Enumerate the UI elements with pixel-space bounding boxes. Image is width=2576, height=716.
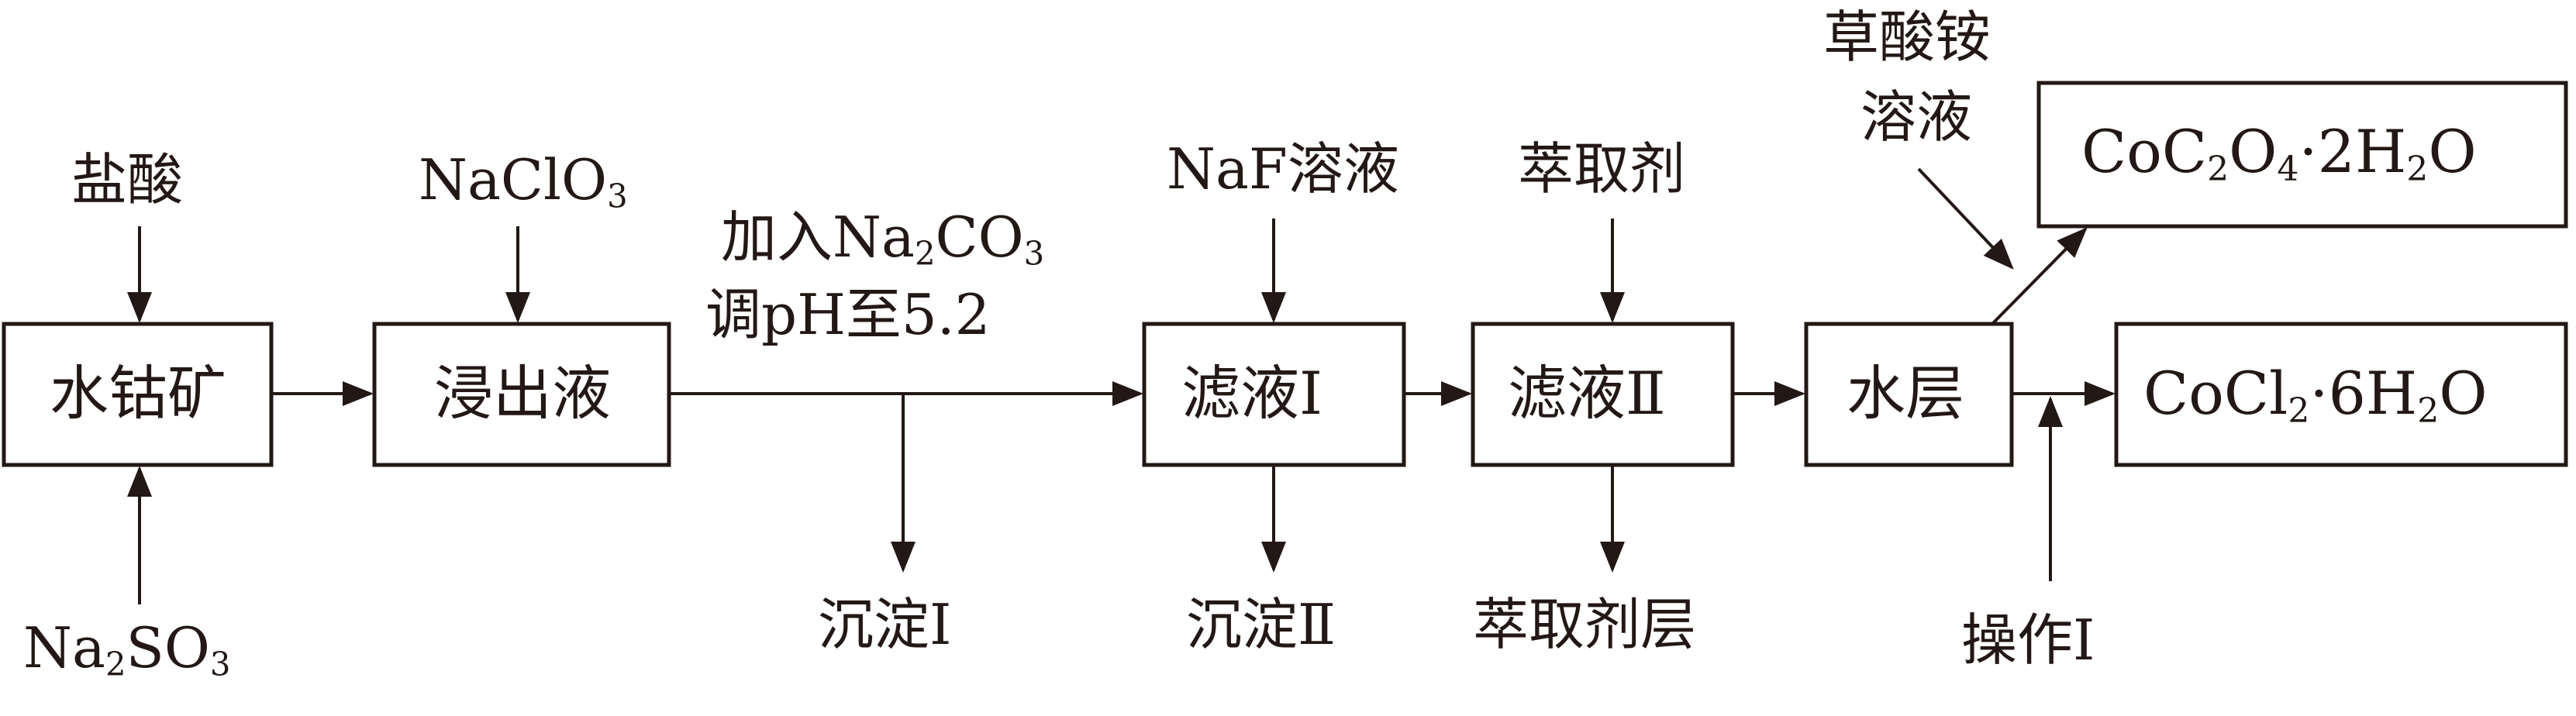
arrow-oxalate-reagent bbox=[1917, 167, 2014, 270]
box-filtrate2-text: 滤液Ⅱ bbox=[1508, 359, 1666, 428]
label-precipitate2: 沉淀Ⅱ bbox=[1186, 592, 1336, 657]
label-naclo3: NaClO3 bbox=[419, 147, 628, 215]
arrow-aqueous-to-oxalate bbox=[1991, 227, 2088, 325]
box-ore-text: 水钴矿 bbox=[50, 359, 226, 428]
box-product-oxalate bbox=[2036, 81, 2568, 229]
box-product-chloride-text: CoCl2·6H2O bbox=[2143, 359, 2488, 432]
box-filtrate1-text: 滤液Ⅰ bbox=[1181, 359, 1323, 428]
box-product-chloride bbox=[2114, 322, 2568, 467]
label-extractant: 萃取剂 bbox=[1518, 136, 1686, 201]
label-naf: NaF溶液 bbox=[1167, 136, 1399, 201]
label-oxalate-line2: 溶液 bbox=[1860, 84, 1973, 150]
box-leachate-text: 浸出液 bbox=[434, 359, 611, 428]
label-hcl: 盐酸 bbox=[71, 147, 184, 212]
box-aqueous-text: 水层 bbox=[1847, 359, 1964, 428]
box-product-oxalate-text: CoC2O4·2H2O bbox=[2081, 117, 2477, 190]
label-extractant-layer: 萃取剂层 bbox=[1473, 592, 1697, 657]
label-na2co3: 加入Na2CO3 bbox=[721, 205, 1045, 273]
label-na2so3: Na2SO3 bbox=[23, 615, 231, 683]
label-precipitate1: 沉淀Ⅰ bbox=[818, 592, 952, 657]
label-operation: 操作Ⅰ bbox=[1961, 608, 2095, 673]
label-ph: 调pH至5.2 bbox=[705, 282, 991, 347]
label-oxalate-line1: 草酸铵 bbox=[1823, 5, 1991, 70]
